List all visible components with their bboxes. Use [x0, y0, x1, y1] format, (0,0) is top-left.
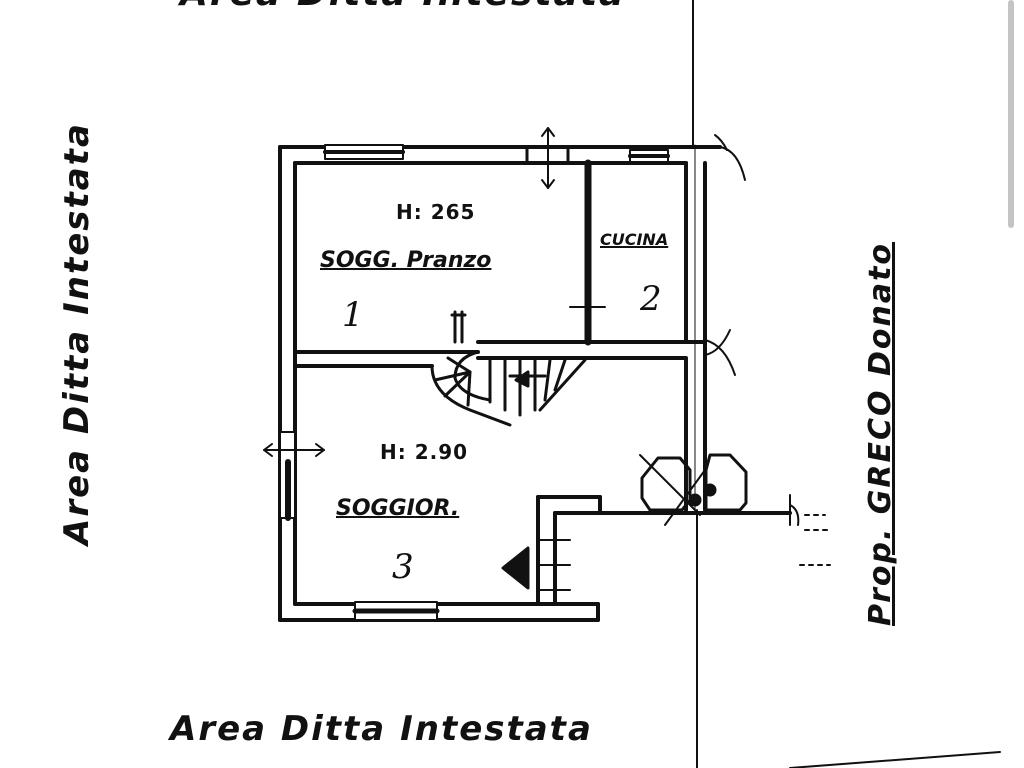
wall-junctions: [704, 134, 831, 566]
door-arrows: [263, 127, 606, 457]
exterior-walls: [278, 145, 792, 622]
room-name-label: CUCINA: [600, 230, 669, 249]
property-boundary: [692, 0, 1001, 768]
bottom-area-label: Area Ditta Intestata: [170, 709, 593, 749]
room-number-label: 3: [392, 547, 414, 587]
room-name-label: SOGG. Pranzo: [320, 248, 492, 273]
columns: [639, 453, 748, 526]
top-area-label: Area Ditta Intestata: [180, 0, 625, 12]
left-area-label: Area Ditta Intestata: [57, 122, 97, 545]
room-number-label: 2: [640, 279, 662, 319]
room-height-label: H: 265: [396, 200, 476, 224]
right-owner-label: Prop. GRECO Donato: [863, 241, 898, 626]
staircase: [430, 310, 590, 591]
room-number-label: 1: [342, 295, 364, 335]
windows: [279, 144, 670, 621]
room-height-label: H: 2.90: [380, 440, 469, 464]
vertical-scrollbar[interactable]: [1008, 0, 1014, 228]
room-name-label: SOGGIOR.: [336, 496, 460, 521]
